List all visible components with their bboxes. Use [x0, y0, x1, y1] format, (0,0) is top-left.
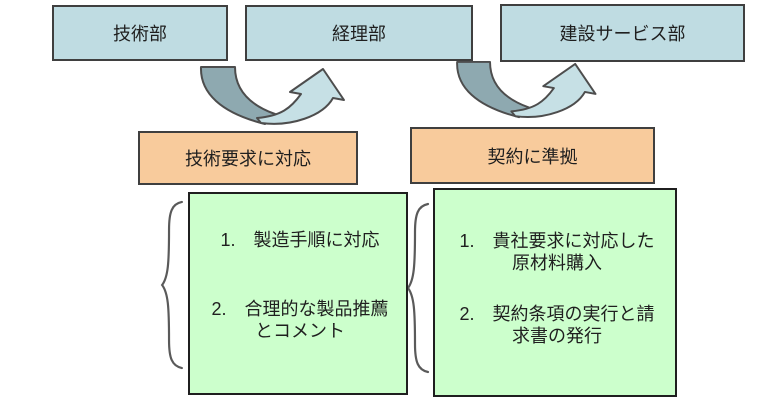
- arrow-up-ribbon: [510, 62, 597, 118]
- brace-path: [160, 200, 183, 370]
- dept-box-accounting: 経理部: [245, 5, 473, 61]
- process-box-contract-compliance: 契約に準拠: [410, 127, 655, 184]
- left-curly-brace-icon-left: [160, 200, 183, 370]
- brace-path: [406, 202, 430, 374]
- arrow-up-ribbon: [256, 68, 345, 125]
- detail-box-contract: 1. 貴社要求に対応した 原材料購入 2. 契約条項の実行と請 求書の発行: [433, 188, 677, 397]
- process-label-contract-compliance: 契約に準拠: [487, 146, 578, 167]
- detail-item: 2. 合理的な製品推薦 とコメント: [211, 299, 389, 341]
- arrow-down-ribbon: [199, 66, 276, 125]
- curved-uturn-arrow-icon-right: [456, 61, 597, 119]
- detail-item: 2. 契約条項の実行と請 求書の発行: [459, 304, 655, 346]
- detail-item: 1. 製造手順に対応: [220, 230, 380, 250]
- process-box-technical-requirements: 技術要求に対応: [138, 131, 358, 185]
- process-label-technical-requirements: 技術要求に対応: [185, 149, 311, 169]
- curved-uturn-arrow-icon-left: [199, 66, 345, 125]
- detail-box-technical: 1. 製造手順に対応 2. 合理的な製品推薦 とコメント: [188, 192, 408, 395]
- left-curly-brace-icon-right: [406, 202, 430, 374]
- dept-box-construction-service: 建設サービス部: [500, 4, 745, 62]
- dept-label-accounting: 経理部: [332, 24, 386, 44]
- arrow-down-ribbon: [456, 61, 530, 119]
- detail-item: 1. 貴社要求に対応した 原材料購入: [459, 231, 655, 273]
- dept-label-technical: 技術部: [113, 24, 167, 44]
- dept-box-technical: 技術部: [52, 5, 228, 61]
- dept-label-construction-service: 建設サービス部: [559, 24, 686, 44]
